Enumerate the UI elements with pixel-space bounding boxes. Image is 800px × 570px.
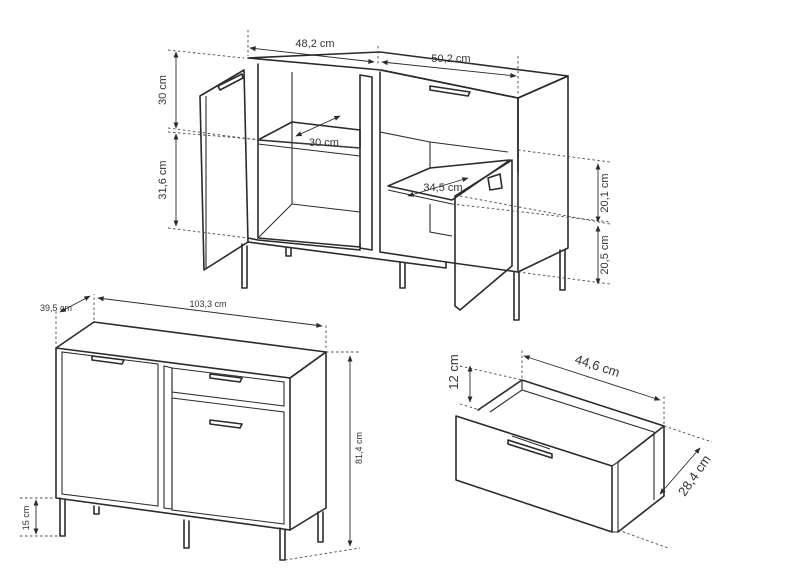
drawer-height-label: 12 cm [446,354,461,389]
height-label: 81,4 cm [354,432,364,464]
drawer-width-label-2: 44,6 cm [573,351,622,380]
width-label: 103,3 cm [189,299,226,309]
drawer-dimension-arrows [467,355,701,495]
open-sideboard-extension-lines [167,30,611,285]
drawer-width-label: 50,2 cm [431,53,470,65]
leg-height-label: 15 cm [21,506,31,531]
right-shelf-depth-label: 34,5 cm [423,182,462,194]
drawer-drawing [455,379,665,533]
closed-sideboard-extension-lines [20,294,361,561]
upper-height-label: 30 cm [157,75,169,105]
open-sideboard-dimension-arrows [173,46,601,285]
depth-label: 39,5 cm [40,303,72,313]
lower-height-label: 31,6 cm [157,160,169,199]
drawer-depth-label: 28,4 cm [675,452,714,498]
door-width-label: 48,2 cm [295,38,334,50]
open-sideboard-drawing [199,51,569,321]
closed-sideboard-dimension-arrows [33,295,353,547]
shelf-depth-label: 30 cm [309,137,339,149]
drawer-extension-lines [459,350,713,549]
right-lower-height-label: 20,5 cm [599,235,611,274]
closed-sideboard-drawing [55,321,327,561]
right-upper-height-label: 20,1 cm [599,173,611,212]
